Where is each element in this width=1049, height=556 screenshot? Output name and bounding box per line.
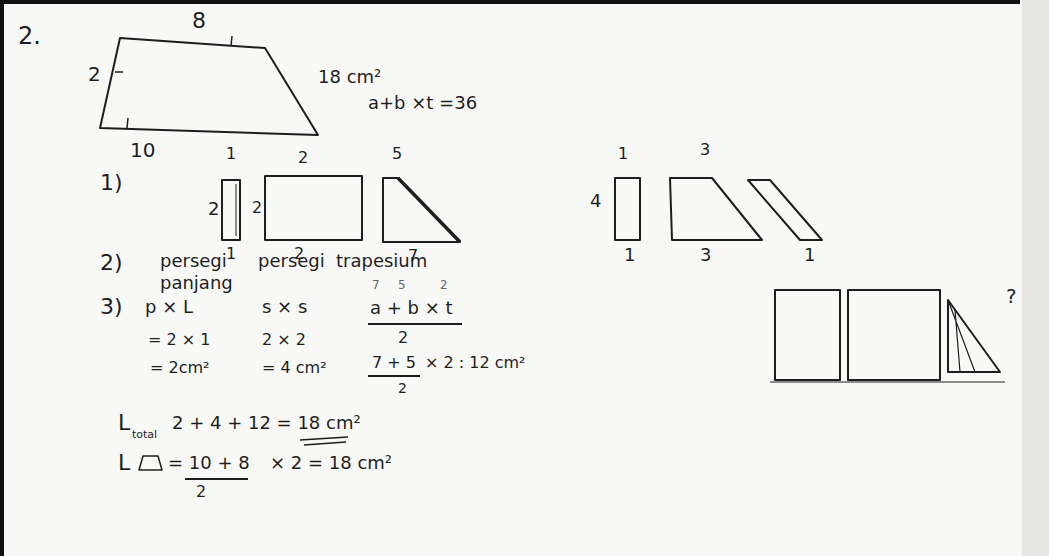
handwritten-label: = 10 + 8	[168, 452, 250, 474]
handwritten-label: 1	[226, 244, 236, 263]
handwritten-label: 1	[226, 144, 236, 163]
rectangle-sketch	[848, 290, 940, 380]
handwritten-label: 10	[130, 138, 155, 162]
handwritten-label: 1	[618, 144, 628, 163]
handwritten-label: total	[132, 428, 157, 441]
handwritten-label: 2	[88, 62, 101, 86]
handwritten-label: 2 × 2	[262, 330, 306, 349]
fraction-bar	[368, 375, 420, 377]
handwritten-label: 4	[590, 190, 601, 212]
handwritten-label: 3)	[100, 294, 123, 320]
handwritten-label: 2	[298, 148, 308, 167]
hatch-line	[236, 184, 237, 236]
handwritten-label: L	[118, 410, 130, 436]
handwritten-label: 2	[208, 198, 219, 220]
trapezoid	[100, 38, 318, 135]
handwritten-label: 2	[398, 328, 408, 347]
handwritten-label: L	[118, 450, 130, 476]
handwritten-label: 2 + 4 + 12 = 18 cm²	[172, 412, 361, 434]
handwritten-label: = 2 × 1	[148, 330, 210, 349]
handwritten-label: persegi	[258, 250, 325, 272]
triangle-sketch	[948, 300, 1000, 372]
handwritten-label: 8	[192, 8, 206, 34]
handwritten-label: 5	[392, 144, 402, 163]
handwritten-label: 7	[372, 278, 380, 292]
handwritten-label: × 2 : 12 cm²	[425, 353, 525, 372]
tick-mark	[115, 36, 232, 128]
double-underline	[300, 437, 348, 445]
handwritten-label: s × s	[262, 296, 307, 318]
handwritten-label: 1	[624, 244, 635, 266]
handwritten-label: = 2cm²	[150, 358, 209, 377]
parallelogram	[748, 180, 822, 240]
handwritten-label: 2	[252, 198, 262, 217]
handwritten-label: × 2 = 18 cm²	[270, 452, 392, 474]
handwritten-label: 2	[440, 278, 448, 292]
square-sketch	[775, 290, 840, 380]
handwritten-label: 2.	[18, 22, 41, 51]
fraction-bar	[368, 323, 462, 325]
handwritten-label: 5	[398, 278, 406, 292]
paper-edge	[1022, 0, 1049, 556]
trapezoid-icon	[139, 456, 162, 470]
trapezoid-piece	[383, 178, 460, 242]
hatch-line	[948, 300, 975, 372]
handwritten-label: 3	[700, 244, 711, 266]
handwritten-label: 2	[196, 482, 206, 501]
handwritten-label: 2)	[100, 250, 123, 276]
rectangle	[222, 180, 240, 240]
handwritten-label: ?	[1006, 284, 1017, 308]
handwritten-label: 18 cm²	[318, 66, 381, 88]
frame-edge	[0, 0, 4, 556]
handwritten-label: 1	[804, 244, 815, 266]
rectangle	[615, 178, 640, 240]
handwritten-label: 3	[700, 140, 710, 159]
trapezoid-piece	[670, 178, 762, 240]
handwritten-label: = 4 cm²	[262, 358, 327, 377]
square	[265, 176, 362, 240]
slant-edge	[398, 178, 460, 242]
handwritten-label: persegi panjang	[160, 250, 245, 293]
handwritten-label: p × L	[145, 296, 193, 318]
handwritten-label: a + b × t	[370, 297, 453, 319]
fraction-bar	[185, 478, 248, 480]
handwritten-label: 7 + 5	[372, 353, 416, 372]
frame-edge	[0, 0, 1020, 4]
handwritten-label: trapesium	[336, 250, 427, 272]
handwritten-label: a+b ×t =36	[368, 92, 477, 114]
base-line	[770, 381, 1005, 382]
handwritten-label: 2	[398, 380, 407, 397]
handwritten-label: 1)	[100, 170, 123, 196]
